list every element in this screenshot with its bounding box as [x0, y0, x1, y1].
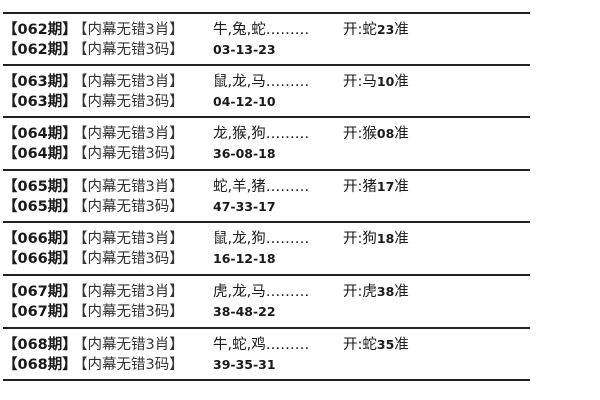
result: 开:蛇35准	[343, 335, 409, 355]
result-number: 17	[376, 179, 395, 194]
result: 开:猪17准	[343, 177, 409, 197]
zodiac-picks: 牛,蛇,鸡………	[213, 337, 310, 353]
result-animal: 马	[362, 74, 377, 90]
zodiac-picks: 龙,猴,狗………	[213, 126, 310, 142]
result-suffix: 准	[394, 126, 409, 142]
number-picks: 47-33-17	[213, 199, 276, 214]
period-label: 【064期】	[3, 126, 77, 142]
period-label: 【068期】	[3, 357, 77, 373]
period-label: 【068期】	[3, 337, 77, 353]
result-suffix: 准	[394, 231, 409, 247]
category-label: 【内幕无错3肖】	[73, 126, 184, 142]
result-number: 18	[376, 231, 395, 246]
category-label: 【内幕无错3肖】	[73, 284, 184, 300]
period-label: 【063期】	[3, 74, 77, 90]
list-item: 【063期】【内幕无错3肖】鼠,龙,马………开:马10准【063期】【内幕无错3…	[3, 66, 530, 118]
zodiac-picks: 鼠,龙,狗………	[213, 231, 310, 247]
period-label: 【063期】	[3, 94, 77, 110]
list-item: 【067期】【内幕无错3肖】虎,龙,马………开:虎38准【067期】【内幕无错3…	[3, 276, 530, 328]
list-item: 【068期】【内幕无错3肖】牛,蛇,鸡………开:蛇35准【068期】【内幕无错3…	[3, 329, 530, 381]
category-label: 【内幕无错3码】	[73, 42, 184, 58]
category-label: 【内幕无错3肖】	[73, 74, 184, 90]
category-label: 【内幕无错3码】	[73, 304, 184, 320]
period-label: 【065期】	[3, 179, 77, 195]
category-label: 【内幕无错3肖】	[73, 179, 184, 195]
result-number: 23	[376, 22, 395, 37]
result-number: 38	[376, 284, 395, 299]
zodiac-picks: 牛,兔,蛇………	[213, 22, 310, 38]
result-prefix: 开:	[343, 231, 363, 247]
result-animal: 猴	[362, 126, 377, 142]
result: 开:马10准	[343, 72, 409, 92]
period-label: 【067期】	[3, 284, 77, 300]
result-animal: 狗	[362, 231, 377, 247]
result-prefix: 开:	[343, 179, 363, 195]
category-label: 【内幕无错3码】	[73, 94, 184, 110]
result-prefix: 开:	[343, 22, 363, 38]
list-item: 【065期】【内幕无错3肖】蛇,羊,猪………开:猪17准【065期】【内幕无错3…	[3, 171, 530, 223]
result-suffix: 准	[394, 337, 409, 353]
result-animal: 蛇	[362, 337, 377, 353]
zodiac-picks: 虎,龙,马………	[213, 284, 310, 300]
number-picks: 03-13-23	[213, 42, 276, 57]
result-number: 10	[376, 74, 395, 89]
category-label: 【内幕无错3码】	[73, 146, 184, 162]
result: 开:狗18准	[343, 229, 409, 249]
divider	[3, 327, 530, 329]
divider	[3, 221, 530, 223]
result-number: 35	[376, 337, 395, 352]
result-prefix: 开:	[343, 126, 363, 142]
result-suffix: 准	[394, 74, 409, 90]
result: 开:蛇23准	[343, 20, 409, 40]
category-label: 【内幕无错3肖】	[73, 231, 184, 247]
category-label: 【内幕无错3码】	[73, 251, 184, 267]
number-picks: 39-35-31	[213, 357, 276, 372]
list-item: 【066期】【内幕无错3肖】鼠,龙,狗………开:狗18准【066期】【内幕无错3…	[3, 223, 530, 275]
divider	[3, 274, 530, 276]
result-animal: 猪	[362, 179, 377, 195]
period-label: 【062期】	[3, 42, 77, 58]
result: 开:虎38准	[343, 282, 409, 302]
result: 开:猴08准	[343, 124, 409, 144]
result-number: 08	[376, 126, 395, 141]
result-suffix: 准	[394, 22, 409, 38]
period-label: 【065期】	[3, 199, 77, 215]
zodiac-picks: 鼠,龙,马………	[213, 74, 310, 90]
result-prefix: 开:	[343, 74, 363, 90]
category-label: 【内幕无错3肖】	[73, 337, 184, 353]
result-suffix: 准	[394, 179, 409, 195]
divider	[3, 169, 530, 171]
period-label: 【067期】	[3, 304, 77, 320]
zodiac-picks: 蛇,羊,猪………	[213, 179, 310, 195]
period-label: 【064期】	[3, 146, 77, 162]
period-label: 【062期】	[3, 22, 77, 38]
result-animal: 蛇	[362, 22, 377, 38]
divider	[3, 116, 530, 118]
period-label: 【066期】	[3, 231, 77, 247]
number-picks: 16-12-18	[213, 251, 276, 266]
divider	[3, 64, 530, 66]
number-picks: 04-12-10	[213, 94, 276, 109]
result-prefix: 开:	[343, 284, 363, 300]
divider	[3, 12, 530, 14]
list-item: 【064期】【内幕无错3肖】龙,猴,狗………开:猴08准【064期】【内幕无错3…	[3, 118, 530, 170]
category-label: 【内幕无错3码】	[73, 199, 184, 215]
category-label: 【内幕无错3肖】	[73, 22, 184, 38]
number-picks: 38-48-22	[213, 304, 276, 319]
category-label: 【内幕无错3码】	[73, 357, 184, 373]
result-suffix: 准	[394, 284, 409, 300]
divider	[3, 379, 530, 381]
result-animal: 虎	[362, 284, 377, 300]
number-picks: 36-08-18	[213, 146, 276, 161]
list-item: 【062期】【内幕无错3肖】牛,兔,蛇………开:蛇23准【062期】【内幕无错3…	[3, 14, 530, 66]
period-label: 【066期】	[3, 251, 77, 267]
result-prefix: 开:	[343, 337, 363, 353]
